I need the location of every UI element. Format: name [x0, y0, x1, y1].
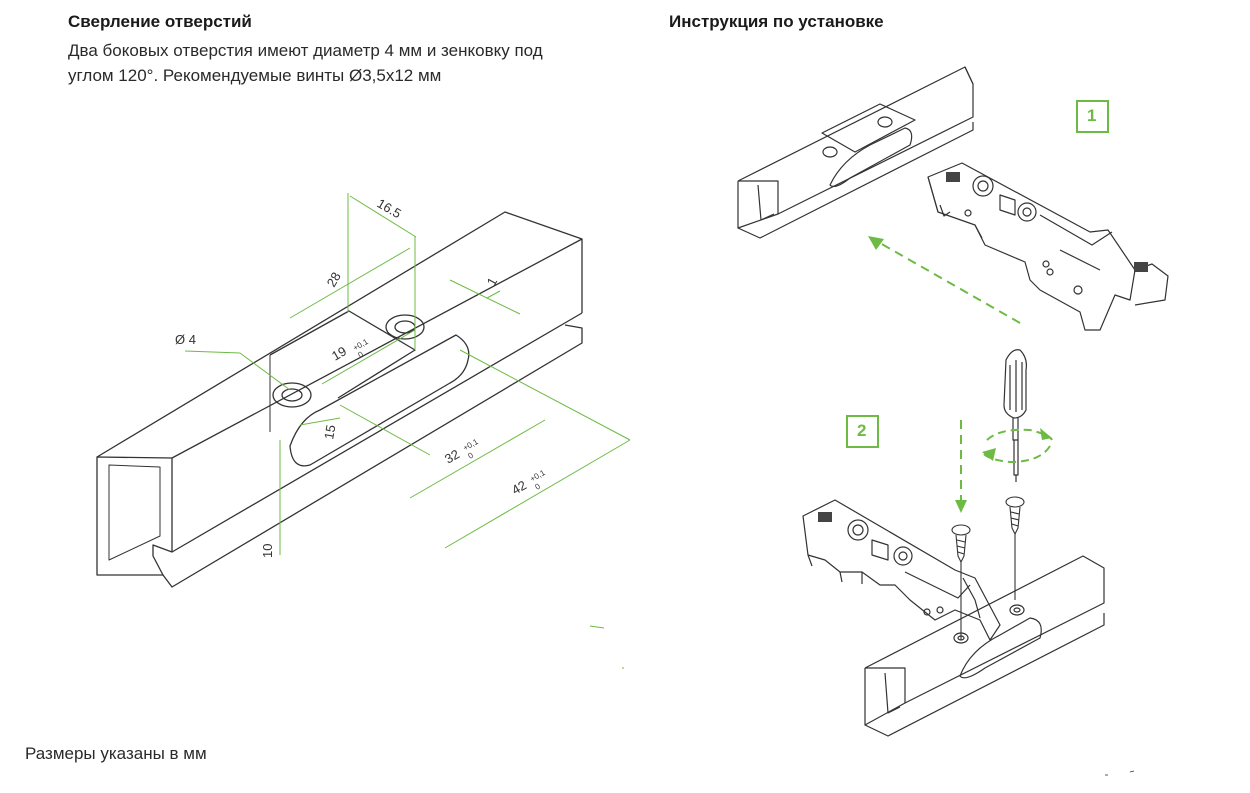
rotation-arrow-head-left	[982, 448, 996, 461]
slide-arrow-line	[879, 242, 1021, 324]
step-2-number: 2	[857, 421, 866, 440]
slide-arrow-head	[868, 236, 884, 250]
dim-28-label: 28	[324, 269, 344, 289]
dim-42-tol-plus: +0,1	[529, 468, 548, 484]
dim-10-label: 10	[260, 544, 275, 558]
drilling-text: Два боковых отверстия имеют диаметр 4 мм…	[68, 38, 543, 88]
drilling-text-line2: углом 120°. Рекомендуемые винты Ø3,5x12 …	[68, 66, 442, 85]
installation-arrows	[868, 236, 1053, 513]
dim-32-tol-plus: +0,1	[462, 437, 481, 453]
step1-profile-drawing	[737, 66, 974, 239]
dim-1-label: 1	[484, 275, 501, 289]
step-2-badge: 2	[846, 415, 879, 448]
dim-42-label: 42	[509, 477, 529, 497]
units-note: Размеры указаны в мм	[25, 744, 207, 763]
dim-16-5-label: 16.5	[375, 196, 404, 222]
step2-hinge-drawing	[802, 499, 1001, 641]
rotation-arrow-head-right	[1040, 428, 1052, 440]
dim-42-tol-zero: 0	[534, 481, 543, 491]
dim-19-tol-plus: +0,1	[352, 337, 371, 353]
down-arrow-head	[955, 500, 967, 513]
screws-drawing	[951, 496, 1025, 640]
step-1-badge: 1	[1076, 100, 1109, 133]
dim-32-label: 32	[442, 446, 462, 466]
step2-profile-drawing	[864, 555, 1135, 776]
step1-hinge-drawing	[927, 162, 1169, 331]
drilling-title: Сверление отверстий	[68, 12, 252, 31]
dimension-lines	[184, 193, 631, 669]
step-1-number: 1	[1087, 106, 1096, 125]
profile-drilling-drawing	[96, 211, 583, 588]
drilling-text-line1: Два боковых отверстия имеют диаметр 4 мм…	[68, 41, 543, 60]
dim-19-tol-zero: 0	[357, 349, 366, 359]
dim-32-tol-zero: 0	[467, 450, 476, 460]
dim-19-label: 19	[329, 343, 349, 363]
installation-title: Инструкция по установке	[669, 12, 884, 31]
dim-15-label: 15	[321, 424, 338, 441]
dim-hole-diameter-label: Ø 4	[175, 332, 196, 347]
